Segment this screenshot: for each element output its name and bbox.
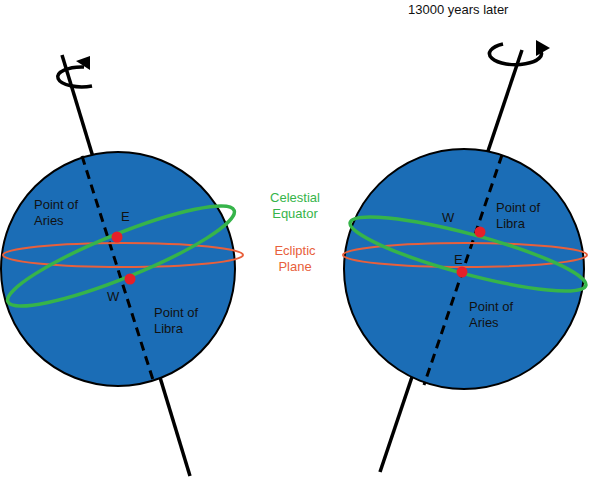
- arrow-head: [76, 56, 90, 70]
- point-label: Point of Libra: [496, 200, 552, 232]
- ecliptic-label: Ecliptic Plane: [262, 243, 328, 275]
- point-label: Point of Aries: [469, 299, 525, 331]
- globe: [1, 152, 235, 386]
- equinox-point: [457, 267, 468, 278]
- rotation-arrow: [489, 44, 541, 65]
- direction-letter: W: [442, 210, 458, 226]
- celestial-equator: [0, 190, 242, 322]
- rotation-arrow: [58, 67, 92, 87]
- equinox-point: [125, 274, 136, 285]
- equinox-point: [112, 232, 123, 243]
- caption-note: 13000 years later: [408, 2, 558, 18]
- direction-letter: W: [107, 289, 123, 305]
- ecliptic-plane: [3, 243, 243, 267]
- point-label: Point of Aries: [34, 197, 90, 229]
- direction-letter: E: [121, 209, 135, 225]
- equinox-point: [475, 227, 486, 238]
- globe: [344, 149, 584, 389]
- equator-label: Celestial Equator: [260, 190, 330, 222]
- celestial-equator: [345, 203, 591, 305]
- axis-dashed: [424, 155, 502, 385]
- arrow-head: [536, 40, 550, 56]
- direction-letter: E: [454, 252, 468, 268]
- point-label: Point of Libra: [154, 305, 210, 337]
